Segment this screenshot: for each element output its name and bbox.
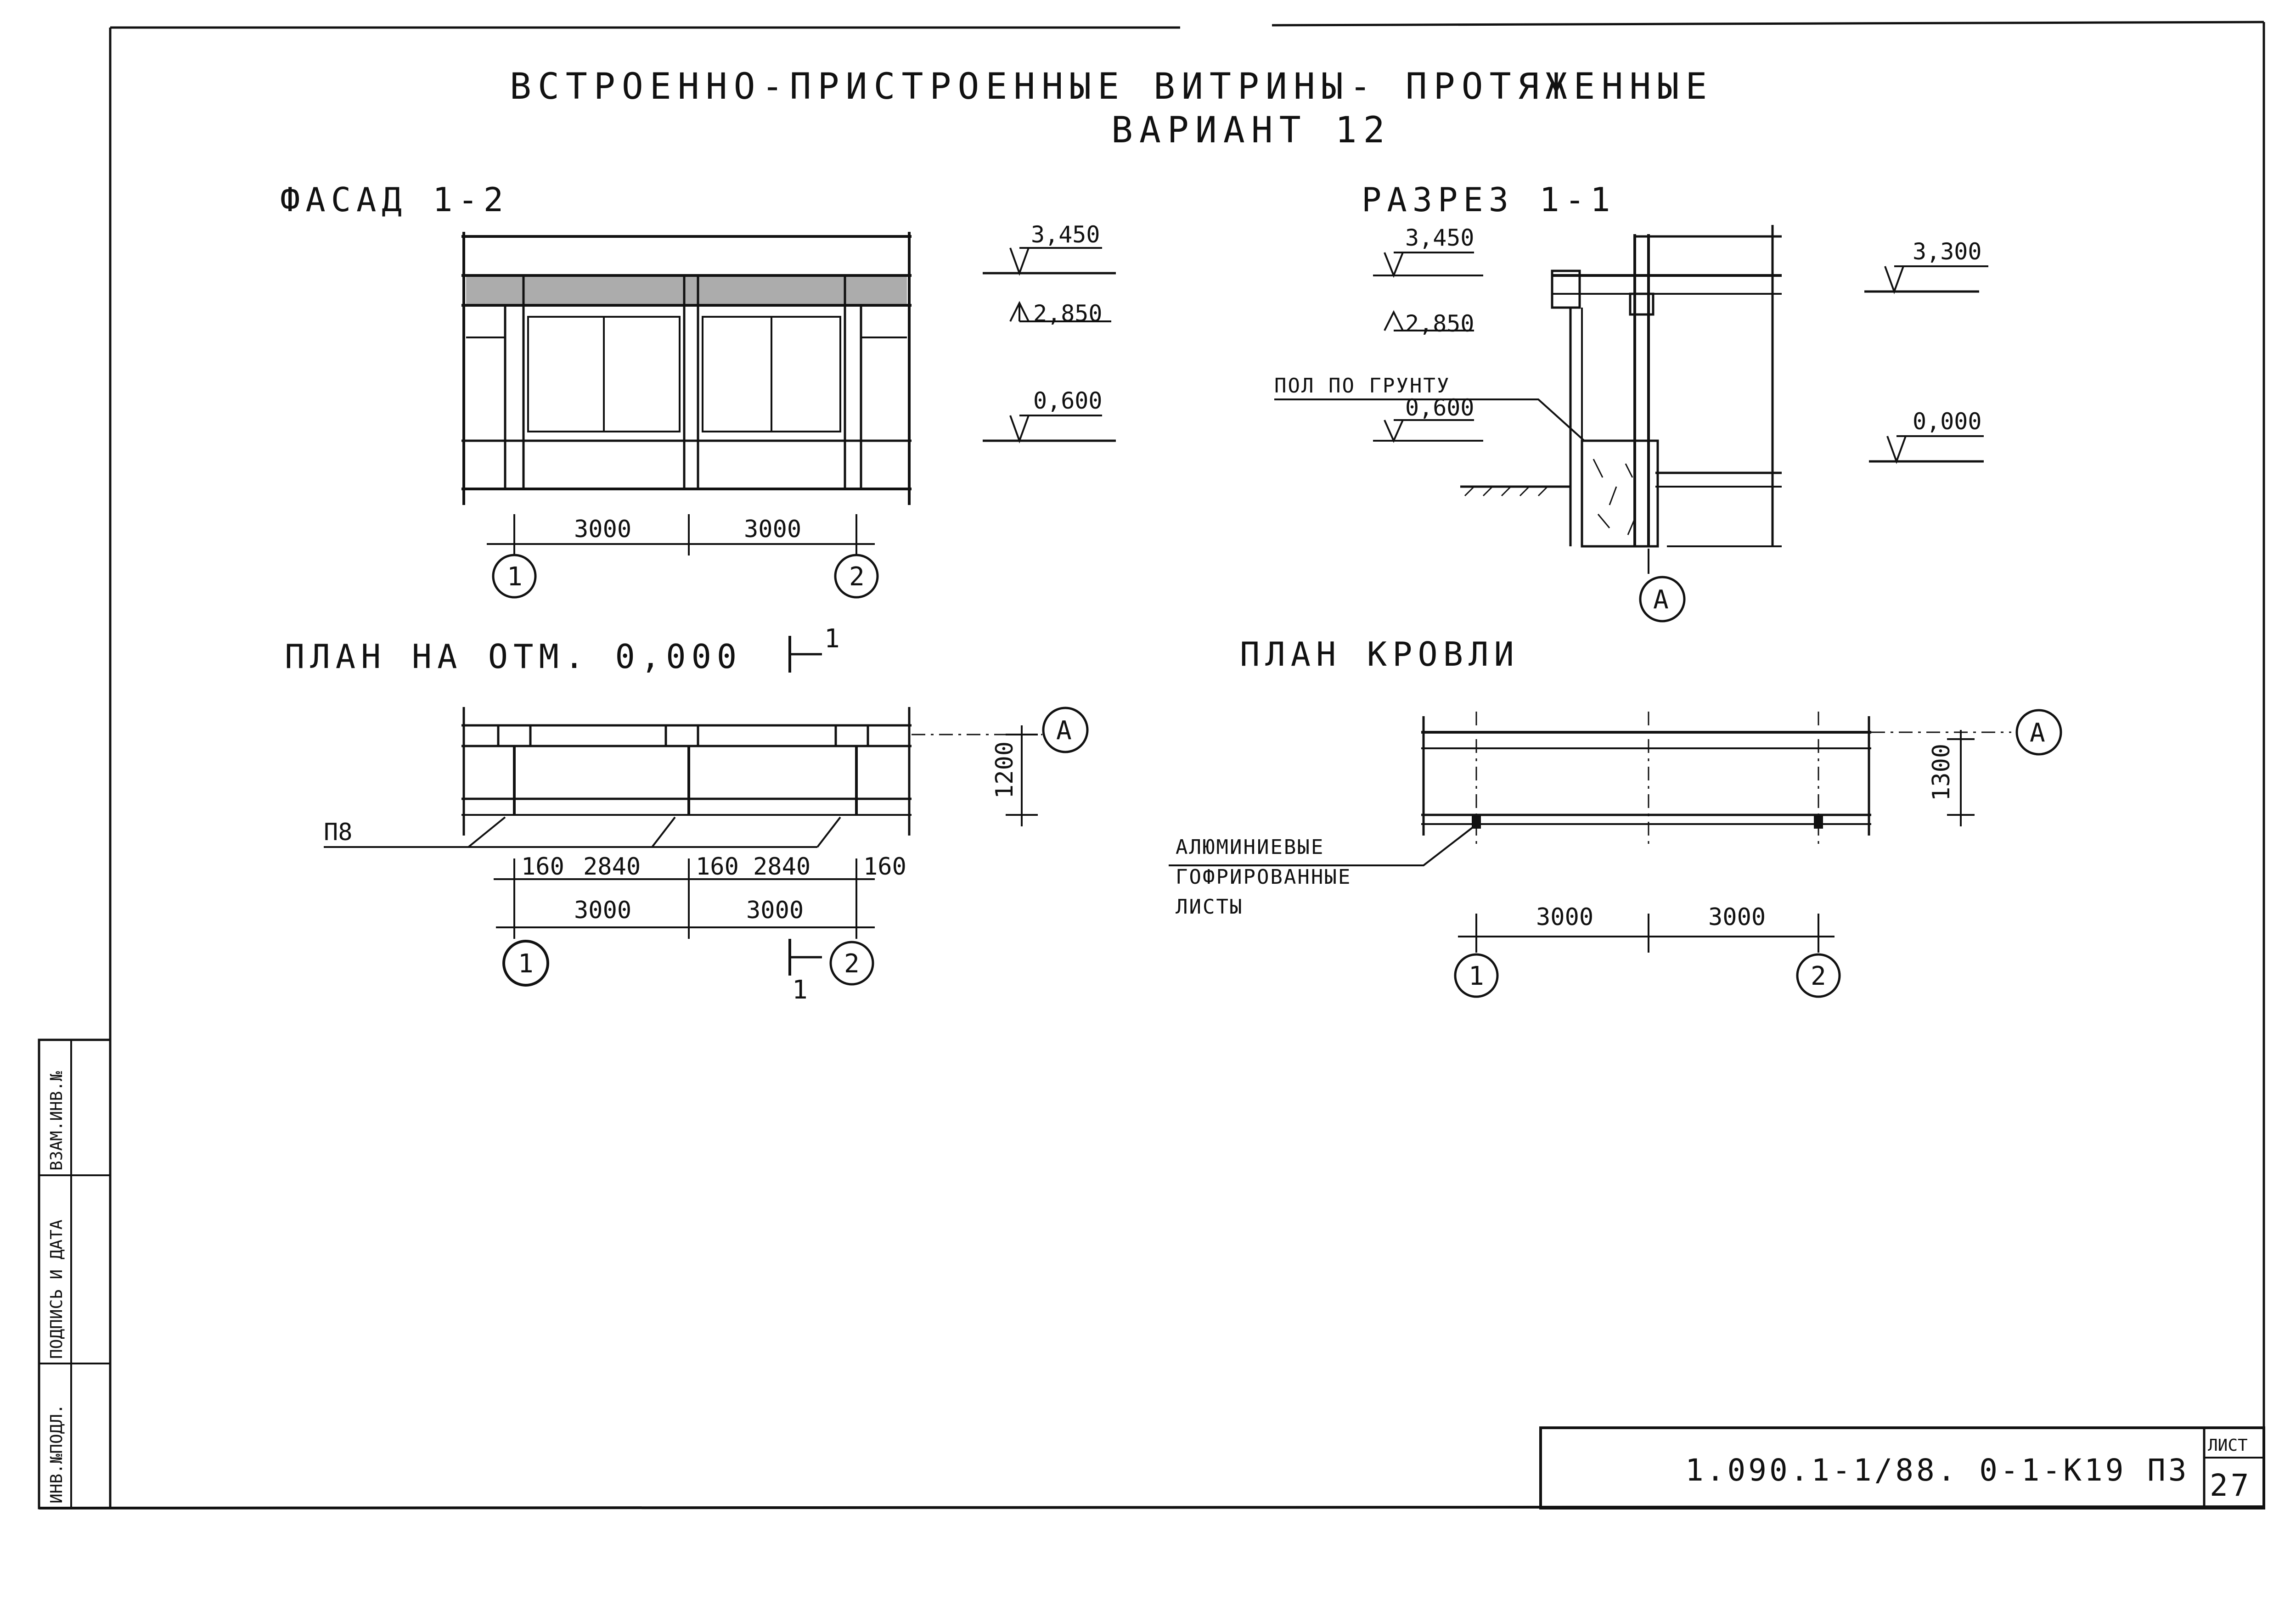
roof-axis-a: А xyxy=(2030,718,2045,748)
section-drawing: А xyxy=(1460,225,1782,623)
facade-view: ФАСАД 1-2 xyxy=(280,180,1116,599)
roof-dim-1: 3000 xyxy=(1536,903,1593,931)
sheet-number: 27 xyxy=(2210,1468,2251,1503)
plan-section-mark-top: 1 xyxy=(788,624,840,673)
roof-dim-2: 3000 xyxy=(1708,903,1766,931)
plan-axis-2: 2 xyxy=(844,949,860,979)
plan-heading: ПЛАН НА ОТМ. 0,000 xyxy=(285,637,742,676)
side-stamp: ИНВ.№ПОДЛ. ПОДПИСЬ И ДАТА ВЗАМ.ИНВ.№ xyxy=(38,1038,112,1509)
plan-dim-2: 3000 xyxy=(746,897,804,924)
roof-drawing: А 1300 xyxy=(1421,709,2062,849)
plan-detail-dim-1: 160 xyxy=(521,853,564,881)
plan-detail-dim-4: 2840 xyxy=(753,853,810,881)
roof-axis-1: 1 xyxy=(1469,961,1484,991)
plan-posts xyxy=(497,724,869,815)
plan-dimension-line: 3000 3000 1 2 xyxy=(496,893,875,987)
plan-axis-a: А xyxy=(1056,716,1072,746)
plan-leader-p8: П8 xyxy=(324,816,841,848)
section-axis-a: А xyxy=(1653,585,1669,615)
stamp-cell-vzam: ВЗАМ.ИНВ.№ xyxy=(47,1071,66,1171)
facade-heading: ФАСАД 1-2 xyxy=(280,180,509,219)
roof-note: АЛЮМИНИЕВЫЕ ГОФРИРОВАННЫЕ ЛИСТЫ xyxy=(1169,825,1475,919)
section-elev-2850: 2,850 xyxy=(1405,310,1474,337)
plan-detail-dim-2: 2840 xyxy=(583,853,641,881)
section-elev-3300: 3,300 xyxy=(1913,238,1982,265)
roof-depth-dim: 1300 xyxy=(1928,744,1955,801)
roof-plan-view: ПЛАН КРОВЛИ А 1300 АЛЮМИНИЕВЫЕ ГОФРИРОВА… xyxy=(1169,635,2062,998)
plan-detail-dim-5: 160 xyxy=(863,853,906,881)
facade-dim-2: 3000 xyxy=(744,516,801,543)
sheet-label: ЛИСТ xyxy=(2208,1436,2248,1455)
section-view: РАЗРЕЗ 1-1 3,450 2,850 0,600 ПОЛ ПО ГРУН… xyxy=(1274,180,1988,623)
plan-section-mark-top-label: 1 xyxy=(824,624,840,654)
stamp-cell-inv-podl: ИНВ.№ПОДЛ. xyxy=(47,1404,66,1504)
facade-elevation-marks: 3,450 2,850 0,600 xyxy=(983,221,1116,443)
section-elev-3450: 3,450 xyxy=(1405,224,1474,251)
roof-note-line-1: АЛЮМИНИЕВЫЕ xyxy=(1176,836,1324,859)
section-heading: РАЗРЕЗ 1-1 xyxy=(1362,180,1615,219)
plan-detail-dimensions: 160 2840 160 2840 160 xyxy=(494,853,906,893)
plan-view: ПЛАН НА ОТМ. 0,000 1 А xyxy=(285,624,1089,1005)
section-note-floor: ПОЛ ПО ГРУНТУ xyxy=(1274,374,1450,398)
plan-depth-dim: 1200 xyxy=(991,741,1019,799)
facade-frieze-hatch xyxy=(466,275,907,305)
facade-elev-3450: 3,450 xyxy=(1031,221,1100,248)
facade-piers xyxy=(504,275,862,489)
plan-drawing: А 1200 xyxy=(461,707,1089,836)
facade-elev-0600: 0,600 xyxy=(1033,387,1103,414)
facade-drawing xyxy=(461,232,912,505)
section-elevation-marks-left: 3,450 2,850 0,600 ПОЛ ПО ГРУНТУ xyxy=(1274,224,1585,443)
facade-dim-1: 3000 xyxy=(574,516,631,543)
drawing-code: 1.090.1-1/88. 0-1-К19 ПЗ xyxy=(1685,1453,2189,1488)
title-line-2: ВАРИАНТ 12 xyxy=(1111,110,1391,151)
roof-note-line-2: ГОФРИРОВАННЫЕ xyxy=(1176,865,1351,889)
roof-heading: ПЛАН КРОВЛИ xyxy=(1240,635,1519,673)
plan-axis-1: 1 xyxy=(518,949,534,979)
facade-elev-2850: 2,850 xyxy=(1033,300,1103,327)
plan-section-mark-bottom-label: 1 xyxy=(792,975,808,1005)
roof-note-line-3: ЛИСТЫ xyxy=(1176,895,1243,919)
roof-dimension-line: 3000 3000 1 2 xyxy=(1454,903,1841,998)
section-elev-0000: 0,000 xyxy=(1913,408,1982,435)
facade-dimension-line: 3000 3000 1 2 xyxy=(487,514,879,599)
facade-windows xyxy=(466,316,907,432)
title-block: 1.090.1-1/88. 0-1-К19 ПЗ ЛИСТ 27 xyxy=(1539,1426,2265,1509)
plan-section-mark-bottom: 1 xyxy=(788,939,822,1005)
facade-axis-2: 2 xyxy=(849,562,865,592)
plan-detail-dim-3: 160 xyxy=(696,853,739,881)
plan-dim-1: 3000 xyxy=(574,897,631,924)
facade-axis-1: 1 xyxy=(507,562,523,592)
roof-axis-2: 2 xyxy=(1811,961,1826,991)
stamp-cell-signature: ПОДПИСЬ И ДАТА xyxy=(47,1219,66,1359)
section-elev-0600: 0,600 xyxy=(1405,394,1474,421)
plan-tag-p8: П8 xyxy=(324,819,353,846)
section-elevation-marks-right: 3,300 0,000 xyxy=(1864,238,1988,464)
title-line-1: ВСТРОЕННО-ПРИСТРОЕННЫЕ ВИТРИНЫ- ПРОТЯЖЕН… xyxy=(510,66,1713,107)
